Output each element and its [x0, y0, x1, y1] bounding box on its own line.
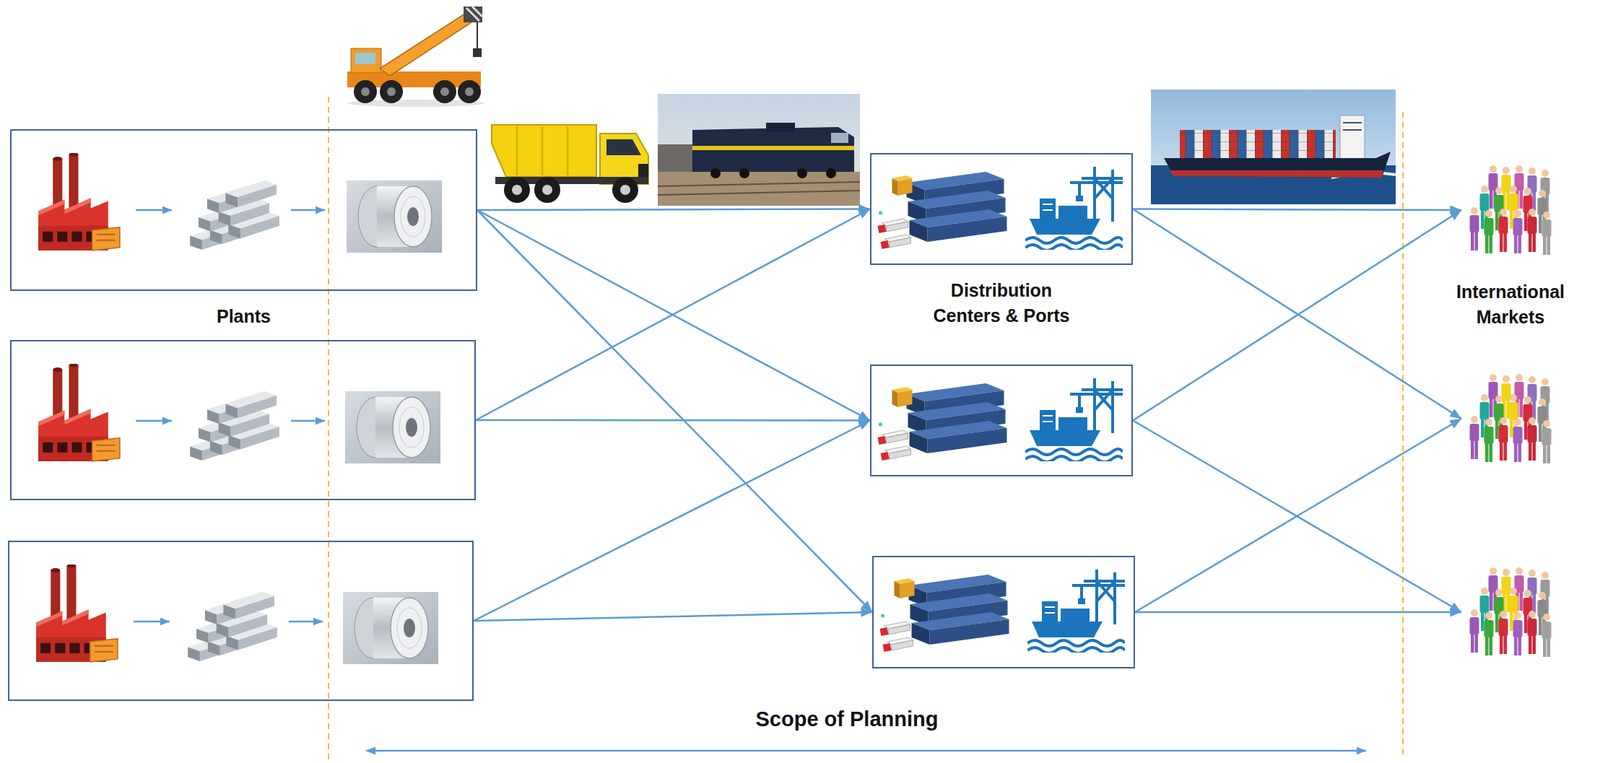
- process-arrow: [290, 420, 325, 423]
- container-icon: [880, 574, 1010, 652]
- scope-boundary: [327, 96, 330, 763]
- market-group: International Markets: [1461, 162, 1560, 258]
- plant-box: [7, 540, 474, 702]
- scope-boundary: [1402, 111, 1404, 755]
- node-label: Distribution Centers & Ports: [920, 277, 1084, 329]
- port-icon: [1025, 378, 1123, 463]
- flow-arrow: [473, 612, 873, 621]
- node-label: Plants: [150, 303, 338, 330]
- ingot-icon: [189, 391, 280, 461]
- train-photo: [657, 93, 860, 206]
- container-icon: [877, 171, 1008, 250]
- port-icon: [1025, 166, 1123, 251]
- port-icon: [1027, 569, 1125, 654]
- market-group: [1461, 371, 1560, 467]
- process-arrow: [135, 420, 172, 423]
- flow-arrow: [477, 210, 873, 613]
- coil-photo: [346, 180, 442, 253]
- flow-arrow: [475, 419, 871, 422]
- crowd-icon: [1470, 567, 1552, 658]
- crowd-icon: [1470, 374, 1552, 464]
- process-arrow: [290, 209, 325, 212]
- coil-photo: [345, 391, 441, 464]
- distribution-box: [870, 364, 1133, 477]
- ingot-icon: [189, 180, 280, 250]
- flow-arrow: [1132, 209, 1462, 420]
- flow-arrow: [477, 209, 871, 211]
- crowd-icon: [1470, 165, 1552, 255]
- flow-arrow: [1132, 209, 1462, 211]
- plant-box: Plants: [10, 129, 478, 291]
- scope-arrow: [366, 750, 1367, 753]
- node-label: International Markets: [1433, 279, 1589, 330]
- coil-photo: [342, 592, 439, 665]
- crane-icon: [347, 6, 485, 107]
- flow-arrow: [477, 210, 871, 421]
- process-arrow: [135, 209, 172, 212]
- container-icon: [877, 383, 1008, 461]
- flow-arrow: [1135, 611, 1462, 614]
- plant-illustration: [36, 563, 439, 665]
- factory-icon: [38, 363, 120, 461]
- ingot-icon: [187, 592, 278, 662]
- market-illustration: [1470, 165, 1552, 658]
- plant-illustration: [38, 152, 442, 253]
- ship-photo: [1150, 89, 1396, 205]
- flow-arrow: [1132, 210, 1462, 421]
- factory-icon: [36, 563, 118, 662]
- flow-arrow: [473, 420, 871, 622]
- factory-icon: [38, 152, 120, 250]
- process-arrow: [288, 620, 323, 624]
- distribution-box: Distribution Centers & Ports: [870, 153, 1133, 265]
- process-arrow: [133, 620, 170, 624]
- scope-label: Scope of Planning: [755, 707, 939, 732]
- plant-box: [10, 340, 476, 501]
- dc-illustration: [877, 166, 1126, 654]
- distribution-box: [872, 555, 1136, 669]
- flow-arrow: [475, 209, 871, 421]
- truck-icon: [491, 124, 649, 203]
- flow-arrow: [1135, 418, 1462, 613]
- plant-illustration: [38, 363, 441, 464]
- market-group: [1461, 564, 1560, 660]
